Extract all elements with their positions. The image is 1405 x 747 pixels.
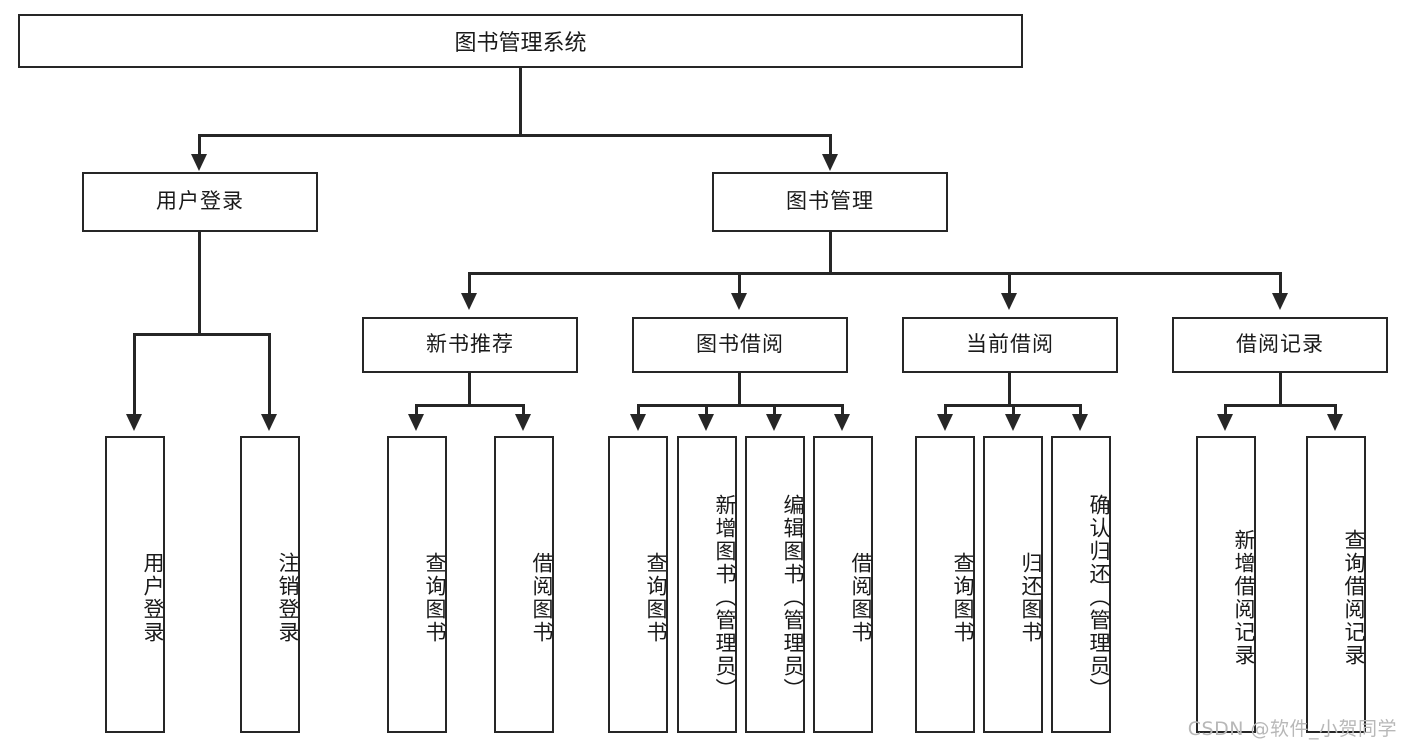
arrow-current-borrow-leaf-2	[1005, 414, 1021, 431]
node-new-book-recommend[interactable]: 新书推荐	[362, 317, 578, 373]
connector-book-borrow-leaf-4	[841, 404, 844, 417]
connector-borrow-record-bar	[1224, 404, 1337, 407]
arrow-borrow-record-leaf-2	[1327, 414, 1343, 431]
arrow-to-new-book	[461, 293, 477, 310]
arrow-current-borrow-leaf-3	[1072, 414, 1088, 431]
leaf-borrow-record-add[interactable]: 新增借阅记录	[1196, 436, 1256, 733]
connector-user-login-stem	[198, 232, 201, 336]
leaf-borrow-record-query[interactable]: 查询借阅记录	[1306, 436, 1366, 733]
arrow-new-book-leaf-2	[515, 414, 531, 431]
connector-root-to-user-login	[198, 134, 201, 156]
arrow-book-borrow-leaf-3	[766, 414, 782, 431]
connector-book-mgmt-stem	[829, 232, 832, 274]
connector-to-current-borrow	[1008, 272, 1011, 296]
node-book-management[interactable]: 图书管理	[712, 172, 948, 232]
leaf-label: 查询图书	[644, 551, 668, 644]
arrow-to-current-borrow	[1001, 293, 1017, 310]
leaf-book-borrow-edit[interactable]: 编辑图书（管理员）	[745, 436, 805, 733]
leaf-current-borrow-query[interactable]: 查询图书	[915, 436, 975, 733]
node-label: 图书管理系统	[454, 31, 587, 56]
leaf-new-book-borrow[interactable]: 借阅图书	[494, 436, 554, 733]
connector-book-borrow-bar	[637, 404, 843, 407]
leaf-label: 编辑图书（管理员）	[781, 494, 805, 701]
node-label: 用户登录	[156, 189, 244, 214]
arrow-to-book-borrow	[731, 293, 747, 310]
leaf-label: 新增图书（管理员）	[713, 494, 737, 701]
connector-book-mgmt-bar	[468, 272, 1282, 275]
node-book-borrow[interactable]: 图书借阅	[632, 317, 848, 373]
connector-current-borrow-leaf-2	[1012, 404, 1015, 417]
leaf-user-login-login[interactable]: 用户登录	[105, 436, 165, 733]
leaf-user-login-logout[interactable]: 注销登录	[240, 436, 300, 733]
arrow-user-login-leaf-1	[126, 414, 142, 431]
arrow-root-to-book-mgmt	[822, 154, 838, 171]
leaf-new-book-query[interactable]: 查询图书	[387, 436, 447, 733]
connector-current-borrow-leaf-1	[944, 404, 947, 417]
arrow-user-login-leaf-2	[261, 414, 277, 431]
node-root-system[interactable]: 图书管理系统	[18, 14, 1023, 68]
connector-current-borrow-leaf-3	[1079, 404, 1082, 417]
connector-user-login-leaf-1	[133, 333, 136, 417]
connector-to-borrow-record	[1279, 272, 1282, 296]
connector-borrow-record-leaf-1	[1224, 404, 1227, 417]
connector-root-to-book-mgmt	[829, 134, 832, 156]
connector-borrow-record-stem	[1279, 373, 1282, 407]
leaf-current-borrow-confirm-return[interactable]: 确认归还（管理员）	[1051, 436, 1111, 733]
connector-book-borrow-leaf-1	[637, 404, 640, 417]
leaf-current-borrow-return[interactable]: 归还图书	[983, 436, 1043, 733]
connector-new-book-bar	[415, 404, 525, 407]
node-current-borrow[interactable]: 当前借阅	[902, 317, 1118, 373]
leaf-label: 查询借阅记录	[1342, 528, 1366, 667]
leaf-label: 借阅图书	[530, 551, 554, 644]
node-label: 当前借阅	[966, 332, 1054, 357]
leaf-label: 查询图书	[951, 551, 975, 644]
connector-root-stem	[519, 68, 522, 136]
node-label: 借阅记录	[1236, 332, 1324, 357]
connector-to-new-book	[468, 272, 471, 296]
node-label: 图书管理	[786, 189, 874, 214]
arrow-current-borrow-leaf-1	[937, 414, 953, 431]
connector-new-book-stem	[468, 373, 471, 407]
leaf-label: 借阅图书	[849, 551, 873, 644]
connector-new-book-leaf-1	[415, 404, 418, 417]
connector-to-book-borrow	[738, 272, 741, 296]
arrow-book-borrow-leaf-4	[834, 414, 850, 431]
leaf-label: 查询图书	[423, 551, 447, 644]
node-label: 新书推荐	[426, 332, 514, 357]
leaf-label: 确认归还（管理员）	[1087, 494, 1111, 701]
arrow-borrow-record-leaf-1	[1217, 414, 1233, 431]
connector-book-borrow-stem	[738, 373, 741, 407]
connector-current-borrow-stem	[1008, 373, 1011, 407]
watermark: CSDN @软件_小贺同学	[1187, 718, 1397, 740]
leaf-book-borrow-borrow[interactable]: 借阅图书	[813, 436, 873, 733]
connector-book-borrow-leaf-2	[705, 404, 708, 417]
node-borrow-record[interactable]: 借阅记录	[1172, 317, 1388, 373]
connector-borrow-record-leaf-2	[1334, 404, 1337, 417]
leaf-label: 注销登录	[276, 551, 300, 644]
connector-book-borrow-leaf-3	[773, 404, 776, 417]
leaf-book-borrow-query[interactable]: 查询图书	[608, 436, 668, 733]
connector-user-login-bar	[133, 333, 270, 336]
arrow-book-borrow-leaf-2	[698, 414, 714, 431]
connector-new-book-leaf-2	[522, 404, 525, 417]
arrow-to-borrow-record	[1272, 293, 1288, 310]
node-user-login[interactable]: 用户登录	[82, 172, 318, 232]
node-label: 图书借阅	[696, 332, 784, 357]
leaf-label: 用户登录	[141, 551, 165, 644]
arrow-book-borrow-leaf-1	[630, 414, 646, 431]
connector-user-login-leaf-2	[268, 333, 271, 417]
leaf-label: 归还图书	[1019, 551, 1043, 644]
leaf-label: 新增借阅记录	[1232, 528, 1256, 667]
arrow-new-book-leaf-1	[408, 414, 424, 431]
leaf-book-borrow-add[interactable]: 新增图书（管理员）	[677, 436, 737, 733]
arrow-root-to-user-login	[191, 154, 207, 171]
connector-root-bar	[198, 134, 832, 137]
